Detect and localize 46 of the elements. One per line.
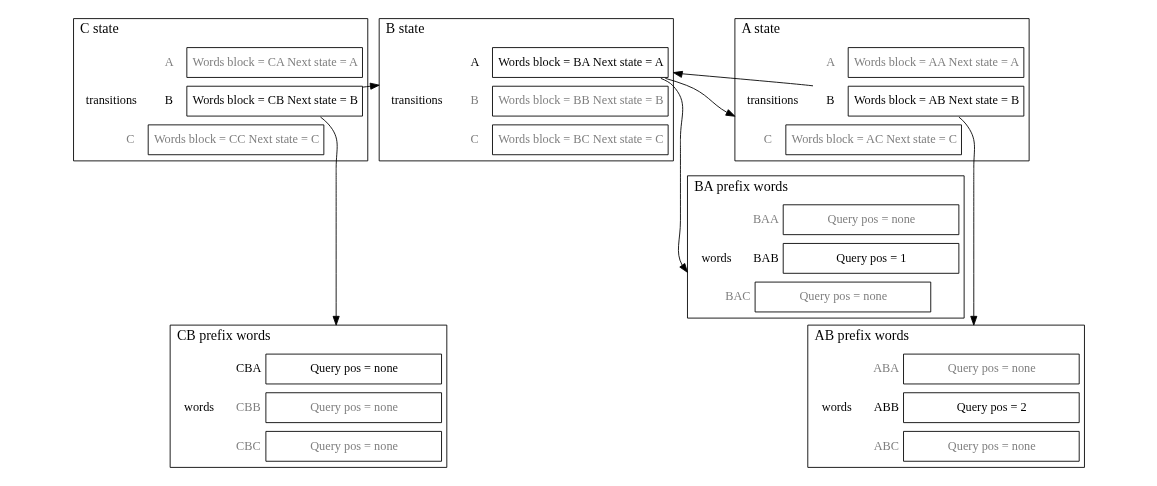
node-label: CBA: [235, 361, 261, 376]
arrow: [664, 77, 735, 117]
node-label: C: [763, 132, 772, 147]
node-box: Words block = BA Next state = A: [491, 47, 669, 78]
arrow: [672, 70, 813, 87]
node-box: Query pos = none: [754, 281, 931, 313]
node-box: Query pos = none: [782, 204, 959, 236]
node-box: Words block = AB Next state = B: [847, 85, 1024, 117]
node-label: B: [825, 93, 834, 108]
node-label: C: [470, 132, 479, 147]
node-label: A: [825, 54, 835, 69]
node-box: Words block = CC Next state = C: [147, 124, 324, 156]
node-box: Query pos = none: [264, 430, 442, 462]
node-box: Query pos = none: [264, 392, 442, 424]
node-label: words: [700, 250, 731, 265]
node-label: ABB: [873, 399, 899, 414]
node-label: CBB: [235, 399, 261, 414]
node-box: Query pos = none: [902, 430, 1080, 462]
node-label: ABC: [873, 438, 899, 453]
node-label: C: [125, 132, 134, 147]
node-label: BAB: [752, 250, 779, 265]
node-label: A: [164, 54, 174, 69]
node-box: Words block = BB Next state = B: [491, 85, 669, 117]
node-label: A: [470, 54, 479, 69]
node-box: Words block = BC Next state = C: [491, 124, 669, 156]
node-label: transitions: [85, 93, 137, 108]
node-box: Query pos = 1: [782, 243, 959, 274]
arrow: [659, 77, 688, 273]
node-label: CBC: [235, 438, 261, 453]
node-label: B: [164, 93, 173, 108]
node-label: transitions: [746, 93, 798, 108]
node-label: BAA: [752, 211, 779, 226]
node-label: ABA: [872, 361, 899, 376]
node-label: transitions: [390, 93, 443, 108]
node-box: Query pos = none: [264, 353, 442, 385]
node-box: Words block = CA Next state = A: [185, 47, 363, 78]
node-label: B: [470, 93, 479, 108]
node-box: Words block = CB Next state = B: [185, 85, 363, 117]
node-box: Query pos = none: [902, 353, 1080, 385]
node-label: words: [183, 399, 214, 414]
node-label: words: [821, 399, 852, 414]
node-box: Query pos = 2: [902, 392, 1080, 424]
node-label: BAC: [724, 289, 750, 304]
node-box: Words block = AA Next state = A: [847, 47, 1024, 78]
node-box: Words block = AC Next state = C: [784, 124, 962, 156]
arrow: [361, 82, 380, 90]
